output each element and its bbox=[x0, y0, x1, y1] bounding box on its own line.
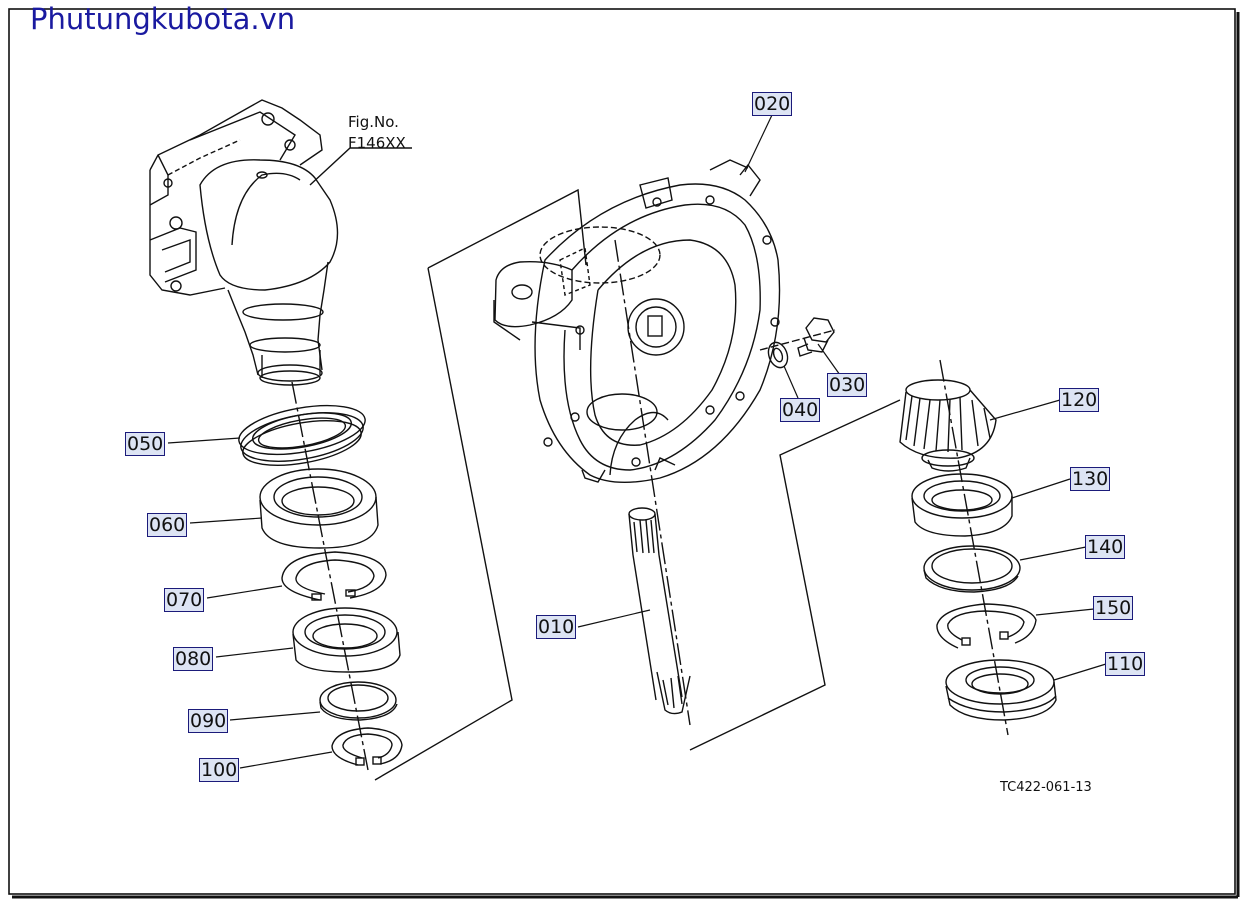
part-010-shaft bbox=[628, 507, 691, 715]
part-080-bearing bbox=[292, 607, 401, 673]
callout-130[interactable]: 130 bbox=[1070, 467, 1111, 491]
part-040-washer bbox=[767, 341, 789, 369]
part-030-plug bbox=[797, 317, 835, 357]
callout-060[interactable]: 060 bbox=[147, 513, 188, 537]
drawing-code: TC422-061-13 bbox=[1000, 780, 1092, 795]
callout-050[interactable]: 050 bbox=[125, 432, 166, 456]
figure-reference: Fig.No. F146XX bbox=[348, 112, 406, 154]
part-100-snap-ring bbox=[331, 727, 403, 766]
part-130-bearing bbox=[911, 473, 1013, 537]
figure-reference-label: Fig.No. bbox=[348, 113, 399, 131]
figure-reference-number: F146XX bbox=[348, 134, 406, 152]
center-group-bracket bbox=[374, 188, 587, 781]
center-shaft-axis bbox=[614, 239, 691, 726]
part-060-bearing bbox=[259, 468, 379, 549]
callout-140[interactable]: 140 bbox=[1085, 535, 1126, 559]
callout-030[interactable]: 030 bbox=[827, 373, 868, 397]
part-110-cap bbox=[945, 659, 1057, 721]
callout-020[interactable]: 020 bbox=[752, 92, 793, 116]
part-150-snap-ring bbox=[936, 603, 1037, 649]
callout-100[interactable]: 100 bbox=[199, 758, 240, 782]
upper-gear-case-drawing bbox=[149, 99, 339, 386]
callout-120[interactable]: 120 bbox=[1059, 388, 1100, 412]
callout-010[interactable]: 010 bbox=[536, 615, 577, 639]
callout-110[interactable]: 110 bbox=[1105, 652, 1146, 676]
site-title: Phutungkubota.vn bbox=[30, 2, 296, 36]
callout-080[interactable]: 080 bbox=[173, 647, 214, 671]
right-stack-axis bbox=[939, 359, 1009, 736]
callout-070[interactable]: 070 bbox=[164, 588, 205, 612]
part-070-snap-ring bbox=[281, 551, 387, 601]
drawing-frame bbox=[8, 8, 1236, 895]
left-stack-axis bbox=[291, 381, 369, 771]
part-050-seal bbox=[238, 404, 366, 466]
callout-040[interactable]: 040 bbox=[780, 398, 821, 422]
callout-090[interactable]: 090 bbox=[188, 709, 229, 733]
part-140-washer bbox=[923, 545, 1021, 593]
callout-150[interactable]: 150 bbox=[1093, 596, 1134, 620]
leader-lines bbox=[167, 114, 1107, 769]
part-090-washer bbox=[319, 681, 398, 721]
part-120-bevel-gear bbox=[899, 379, 997, 472]
part-020-gear-case bbox=[493, 159, 781, 484]
fig-ref-leader bbox=[309, 147, 412, 186]
